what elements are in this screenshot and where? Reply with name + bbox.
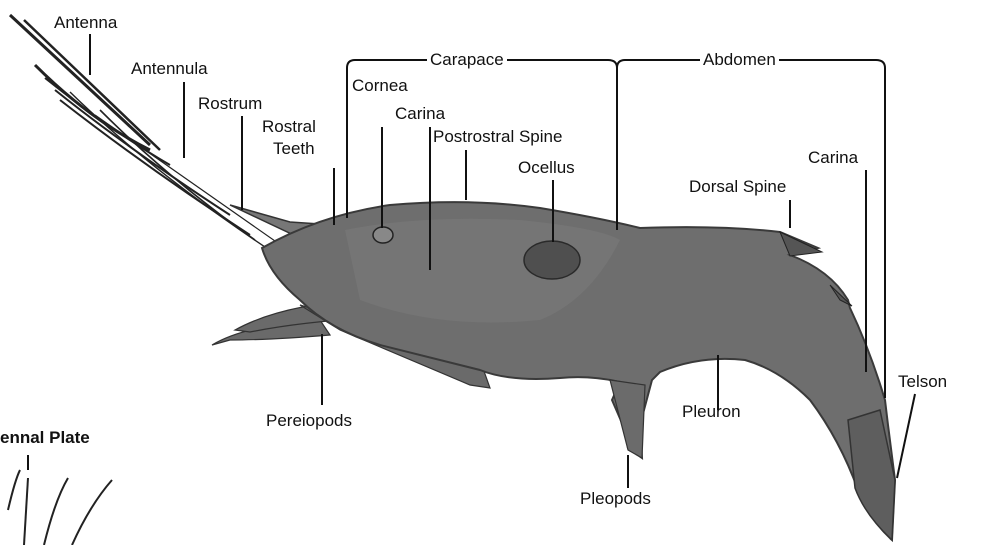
antenna-drawing (10, 15, 305, 270)
label-postrostral-spine: Postrostral Spine (433, 127, 562, 147)
label-ocellus: Ocellus (518, 158, 575, 178)
label-rostrum: Rostrum (198, 94, 262, 114)
label-carapace: Carapace (427, 50, 507, 70)
label-antenna: Antenna (54, 13, 117, 33)
label-antennal-plate: ennal Plate (0, 428, 90, 448)
label-carina-head: Carina (395, 104, 445, 124)
telson-line (897, 394, 915, 478)
label-cornea: Cornea (352, 76, 408, 96)
label-pleuron: Pleuron (682, 402, 741, 422)
cornea-eye (373, 227, 393, 243)
label-pleopods: Pleopods (580, 489, 651, 509)
label-rostral-teeth-line2: Teeth (273, 139, 315, 159)
antennal-plate-drawing (8, 470, 112, 545)
pleopods-drawing (610, 380, 645, 458)
label-telson: Telson (898, 372, 947, 392)
label-pereiopods: Pereiopods (266, 411, 352, 431)
label-carina-tail: Carina (808, 148, 858, 168)
label-abdomen: Abdomen (700, 50, 779, 70)
label-rostral-teeth-line1: Rostral (262, 117, 316, 137)
ocellus-spot (524, 241, 580, 279)
label-dorsal-spine: Dorsal Spine (689, 177, 786, 197)
label-antennula: Antennula (131, 59, 208, 79)
